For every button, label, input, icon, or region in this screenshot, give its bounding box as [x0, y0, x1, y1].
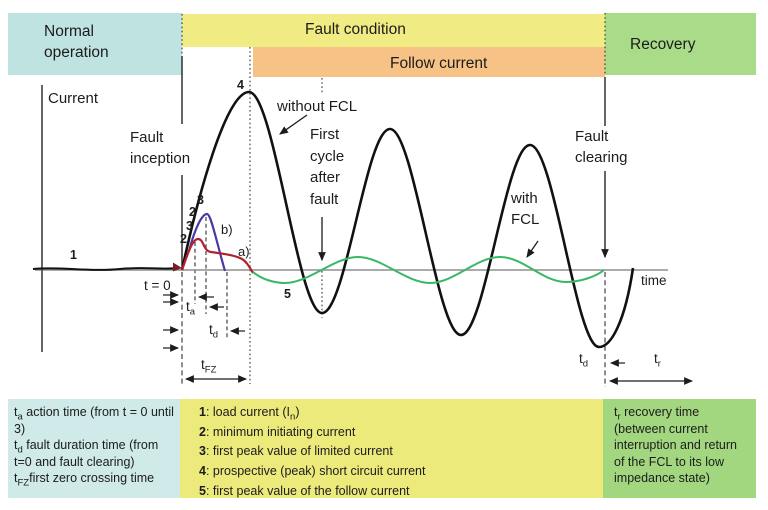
point-3-curve-a: 3: [186, 219, 193, 233]
point-1-load-current: 1: [70, 248, 77, 262]
point-2-curve-b: 2: [189, 205, 196, 219]
legend-time-definitions: ta action time (from t = 0 until 3) td f…: [8, 399, 180, 498]
band-follow-current: [253, 47, 605, 77]
t-zero-label: t = 0: [144, 278, 171, 293]
legend-tr-definition: tr recovery time (between current interr…: [614, 405, 737, 485]
band-follow-label: Follow current: [390, 55, 488, 72]
prospective-current-curve: [180, 90, 635, 349]
limited-current-curve-a: [180, 237, 254, 274]
x-axis-label: time: [641, 273, 667, 288]
band-recovery: [605, 13, 756, 75]
legend-ta-definition: ta action time (from t = 0 until 3): [14, 405, 174, 436]
point-5-follow-current-peak: 5: [284, 287, 291, 301]
point-2-curve-a: 2: [180, 232, 187, 246]
first-cycle-after-fault-label: First cycle after fault: [310, 126, 345, 208]
point-3-curve-b: 3: [197, 193, 204, 207]
legend-point-definitions: 1: load current (In) 2: minimum initiati…: [180, 399, 603, 498]
band-fault-condition: [182, 14, 605, 47]
legend-point-5: 5: first peak value of the follow curren…: [199, 483, 410, 498]
td-clearing-symbol: td: [579, 351, 589, 370]
y-axis-label: Current: [48, 90, 99, 107]
band-recovery-label: Recovery: [630, 36, 696, 53]
without-fcl-label: without FCL: [277, 98, 358, 115]
load-current-line: [32, 267, 179, 271]
legend-point-4: 4: prospective (peak) short circuit curr…: [199, 464, 426, 479]
dimension-arrows: [163, 291, 694, 385]
band-normal-label: Normal operation: [44, 23, 109, 61]
legend-point-3: 3: first peak value of limited current: [199, 444, 393, 459]
legend-point-1: 1: load current (In): [199, 405, 300, 423]
legend-td-definition: td fault duration time (from t=0 and fau…: [14, 438, 159, 469]
load-current-arrowhead: [173, 262, 182, 272]
legend-tfz-definition: tFZfirst zero crossing time: [14, 471, 155, 489]
fault-clearing-label: Fault clearing: [575, 128, 628, 166]
curve-a-label: a): [238, 244, 250, 259]
follow-current-curve: [252, 255, 605, 285]
band-fault-label: Fault condition: [305, 21, 406, 38]
curve-b-label: b): [221, 222, 233, 237]
ta-symbol: ta: [186, 299, 196, 318]
guide-lines: [181, 13, 609, 387]
limited-current-curve-b: [187, 212, 227, 272]
annotation-arrows: [279, 114, 539, 262]
point-4-prospective-peak: 4: [237, 78, 244, 92]
td-symbol: td: [209, 322, 219, 341]
legend-point-2: 2: minimum initiating current: [199, 424, 356, 439]
with-fcl-label: with FCL: [511, 190, 540, 228]
fault-inception-label: Fault inception: [130, 129, 191, 167]
tfz-symbol: tFZ: [201, 357, 217, 376]
band-normal-operation: [8, 13, 182, 75]
tr-symbol: tr: [654, 351, 661, 370]
legend-recovery-definition: tr recovery time (between current interr…: [603, 399, 756, 498]
